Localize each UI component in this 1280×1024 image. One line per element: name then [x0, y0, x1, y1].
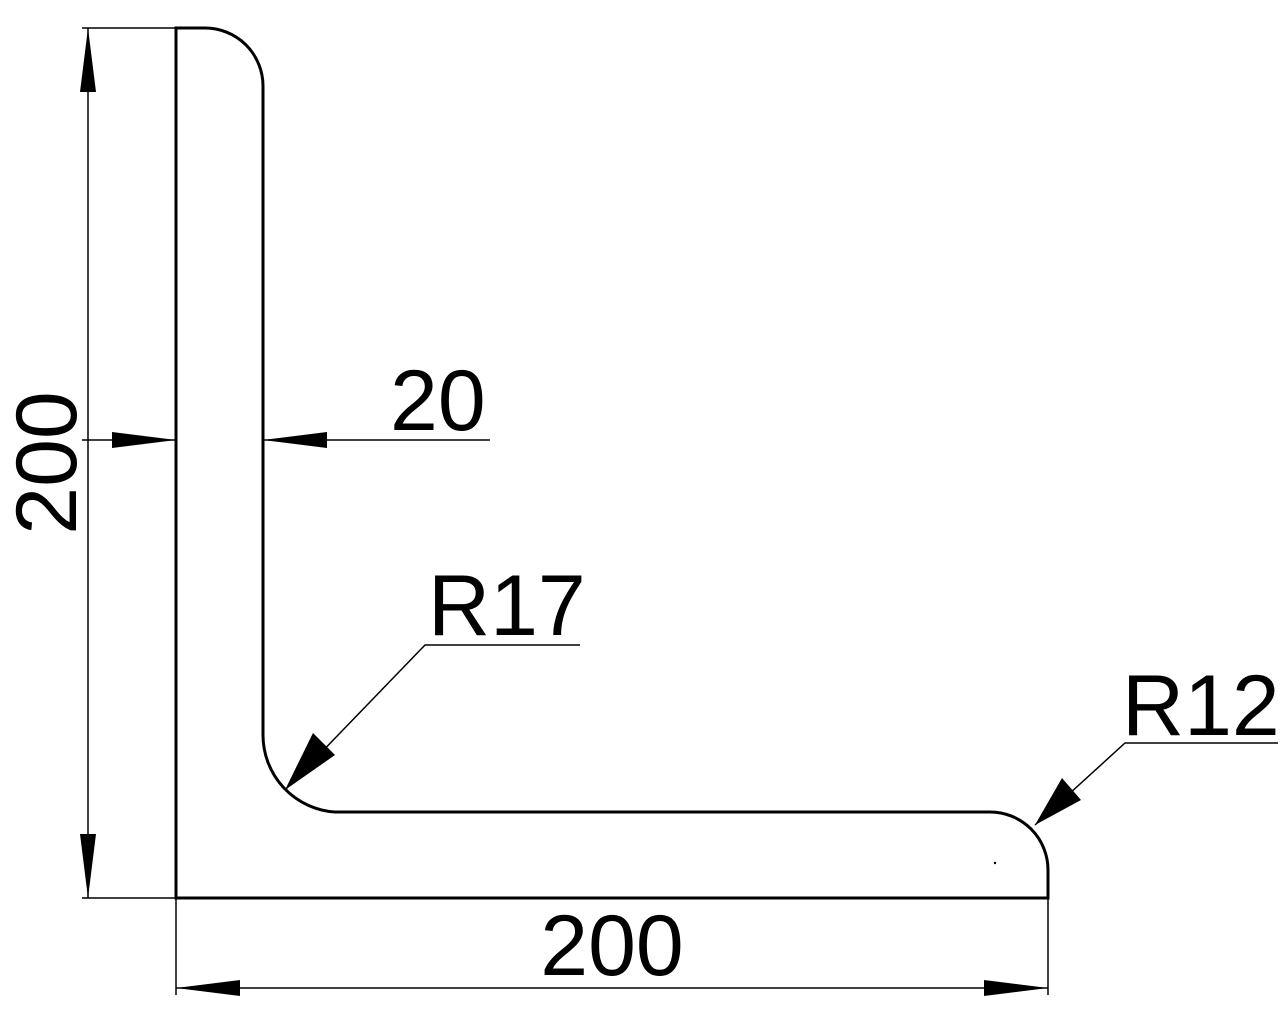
width-label: 200: [540, 898, 684, 994]
toe-radius-label: R12: [1122, 658, 1280, 754]
arrow-up-icon: [80, 28, 96, 92]
height-dimension: 200: [0, 27, 176, 899]
inner-radius-leader: R17: [284, 558, 586, 791]
arrow-down-icon: [80, 834, 96, 898]
thickness-dimension: 20: [82, 353, 490, 449]
arrow-left-icon: [263, 432, 327, 448]
width-dimension: 200: [175, 898, 1049, 996]
arrow-right-icon: [112, 432, 176, 448]
inner-radius-label: R17: [428, 558, 586, 654]
height-label: 200: [0, 391, 95, 535]
thickness-label: 20: [390, 353, 486, 449]
arrow-icon: [1035, 778, 1081, 825]
toe-radius-leader: R12: [1034, 658, 1280, 826]
arrow-icon: [285, 733, 335, 790]
center-dot: [993, 861, 997, 865]
arrow-right-icon: [984, 980, 1048, 996]
arrow-left-icon: [176, 980, 240, 996]
angle-profile: [174, 26, 1050, 900]
